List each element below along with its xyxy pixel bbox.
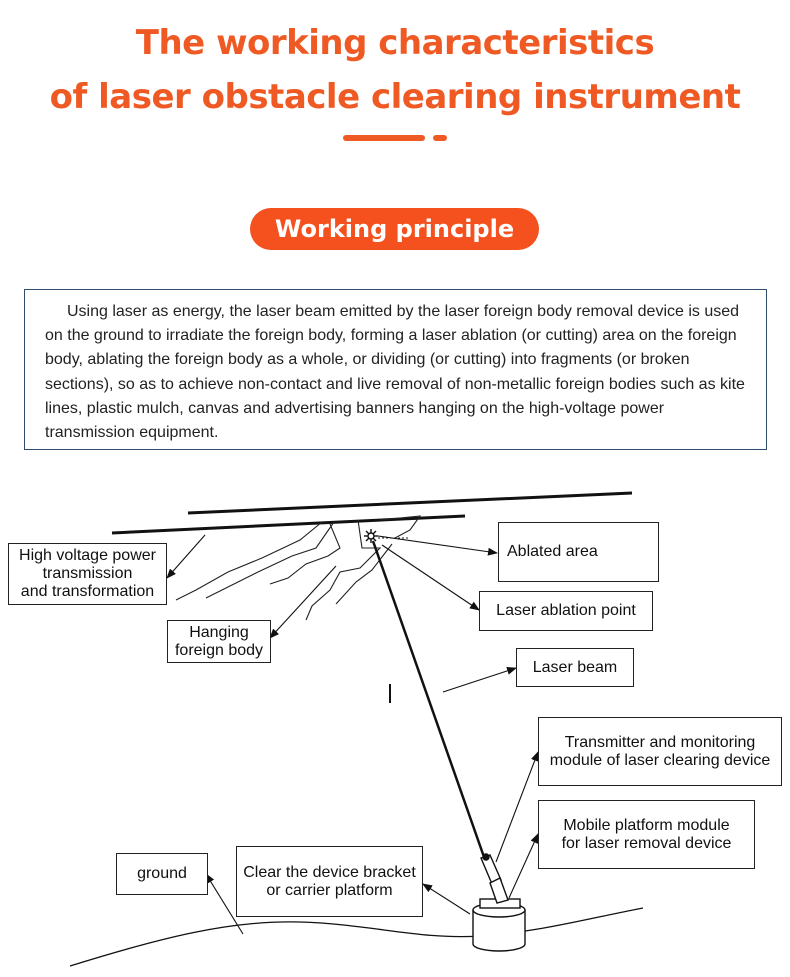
laser-device-body bbox=[472, 853, 526, 952]
label-mobile-platform: Mobile platform module for laser removal… bbox=[538, 800, 755, 869]
arrow-high-voltage bbox=[166, 534, 206, 579]
arrow-mobile-platform bbox=[508, 833, 539, 899]
arrow-hanging-foreign-body bbox=[269, 565, 337, 639]
label-device-bracket: Clear the device bracket or carrier plat… bbox=[236, 846, 423, 917]
label-transmitter-module: Transmitter and monitoring module of las… bbox=[538, 717, 782, 786]
ground-line bbox=[69, 907, 644, 967]
callout-arrows bbox=[166, 534, 539, 935]
label-ablated-area: Ablated area bbox=[498, 522, 659, 582]
power-line-upper bbox=[187, 491, 633, 515]
hanging-foreign-body-shape bbox=[175, 515, 422, 621]
arrow-ablated-area bbox=[377, 535, 498, 556]
description-box: Using laser as energy, the laser beam em… bbox=[24, 289, 767, 450]
title-underline-short bbox=[433, 135, 447, 141]
power-line-lower bbox=[111, 514, 466, 535]
label-high-voltage: High voltage power transmission and tran… bbox=[8, 543, 167, 605]
description-text: Using laser as energy, the laser beam em… bbox=[45, 303, 745, 442]
label-hanging-foreign-body: Hanging foreign body bbox=[167, 620, 271, 663]
label-laser-beam: Laser beam bbox=[516, 648, 634, 687]
section-heading-pill: Working principle bbox=[250, 208, 539, 250]
arrow-laser-ablation-point bbox=[381, 544, 480, 611]
page-title-line-1: The working characteristics bbox=[135, 23, 655, 63]
laser-beam-line bbox=[371, 540, 486, 858]
label-laser-ablation-point: Laser ablation point bbox=[479, 591, 653, 631]
arrow-transmitter bbox=[495, 751, 539, 863]
arrow-ground bbox=[205, 873, 244, 935]
label-ground: ground bbox=[116, 853, 208, 895]
arrow-laser-beam bbox=[442, 667, 517, 693]
arrow-device-bracket bbox=[422, 883, 471, 915]
page-title-line-2: of laser obstacle clearing instrument bbox=[49, 77, 741, 117]
title-underline-long bbox=[343, 135, 425, 141]
laser-ablation-point-star bbox=[364, 529, 378, 543]
